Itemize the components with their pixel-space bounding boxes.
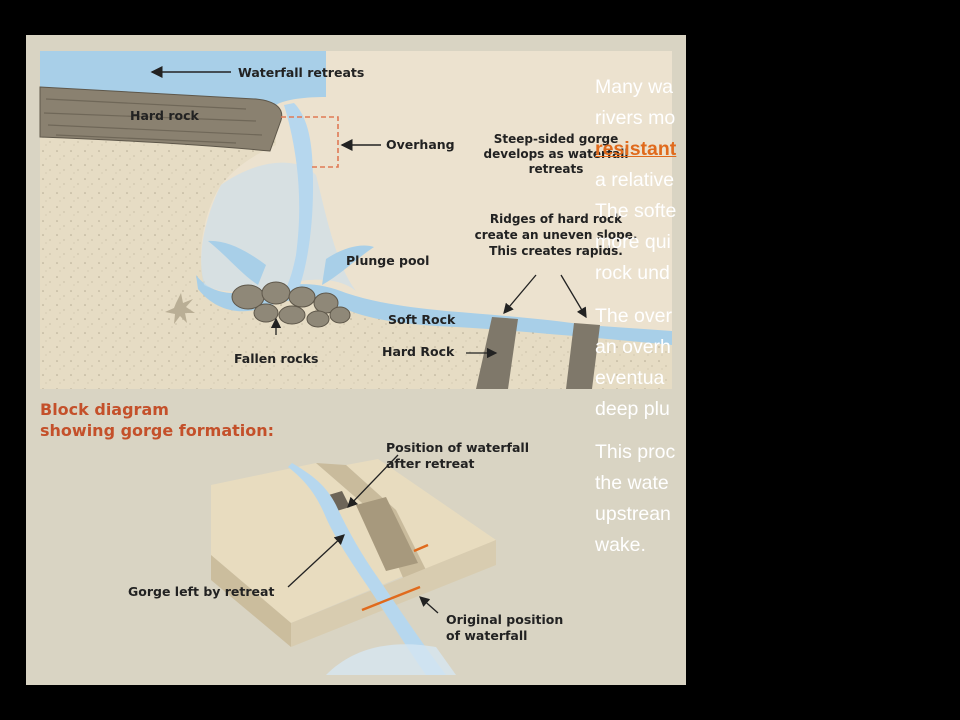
plunge-pool-water <box>196 275 672 345</box>
label-waterfall-retreats: Waterfall retreats <box>238 65 364 80</box>
p3-line-4: wake. <box>595 534 646 556</box>
original-position-line-front <box>361 585 421 612</box>
hard-rock-cap <box>39 86 283 152</box>
label-gorge-note-2: develops as waterfall <box>484 147 629 161</box>
label-position-after-2: after retreat <box>386 456 475 471</box>
p3-line-1: This proc <box>595 441 676 463</box>
p1-line-6: more qui <box>595 231 671 253</box>
paragraph-2: The over an overh eventua deep plu <box>595 301 945 425</box>
p2-line-4: deep plu <box>595 398 670 420</box>
waterfall-cross-section: Waterfall retreats Hard rock Overhang St… <box>39 51 672 389</box>
label-gorge-note-3: retreats <box>529 162 584 176</box>
p1-line-7: rock und <box>595 262 670 284</box>
paragraph-3: This proc the wate upstrean wake. <box>595 437 945 561</box>
gorge-wall <box>356 497 418 571</box>
hard-rock-band-2 <box>566 323 600 389</box>
label-original-position-2: of waterfall <box>446 628 527 643</box>
original-position-line-top <box>413 543 429 553</box>
label-ridges-3: This creates rapids. <box>489 244 623 258</box>
overhang-outline <box>281 116 339 168</box>
right-black-area <box>686 0 960 720</box>
p1-line-5: The softe <box>595 200 677 222</box>
label-plunge-pool: Plunge pool <box>346 253 429 268</box>
p2-line-2: an overh <box>595 336 671 358</box>
falling-water <box>284 103 314 291</box>
gorge-formation-diagram: Waterfall retreats Hard rock Overhang St… <box>26 35 686 685</box>
splat-mark <box>165 293 195 324</box>
p1-line-4: a relative <box>595 169 675 191</box>
label-ridges-1: Ridges of hard rock <box>490 212 623 226</box>
p1-line-2: rivers mo <box>595 107 676 129</box>
label-gorge-left: Gorge left by retreat <box>128 584 274 599</box>
p2-line-1: The over <box>595 305 672 327</box>
fallen-rocks-pile <box>231 281 351 328</box>
paragraph-1: Many wa rivers mo resistant a relative T… <box>595 72 945 289</box>
label-overhang: Overhang <box>386 137 455 152</box>
label-original-position-1: Original position <box>446 612 563 627</box>
p3-line-2: the wate <box>595 472 669 494</box>
p1-line-3: resistant <box>595 138 677 160</box>
block-river <box>288 463 446 675</box>
block-diagram: Block diagram showing gorge formation: P… <box>40 400 563 675</box>
slide-text-column: Many wa rivers mo resistant a relative T… <box>595 72 945 573</box>
block-top-right <box>346 459 496 570</box>
p3-line-3: upstrean <box>595 503 671 525</box>
block-front-left <box>211 555 291 647</box>
label-soft-rock: Soft Rock <box>388 312 456 327</box>
block-diagram-title-1: Block diagram <box>40 400 169 419</box>
label-fallen-rocks: Fallen rocks <box>234 351 318 366</box>
label-ridges-2: create an uneven slope. <box>475 228 638 242</box>
block-front-right <box>291 540 496 647</box>
label-hard-rock-lower: Hard Rock <box>382 344 455 359</box>
p2-line-3: eventua <box>595 367 665 389</box>
label-gorge-note-1: Steep-sided gorge <box>494 132 618 146</box>
block-diagram-title-2: showing gorge formation: <box>40 421 274 440</box>
label-hard-rock: Hard rock <box>130 108 200 123</box>
p1-line-1: Many wa <box>595 76 674 98</box>
label-position-after-1: Position of waterfall <box>386 440 529 455</box>
